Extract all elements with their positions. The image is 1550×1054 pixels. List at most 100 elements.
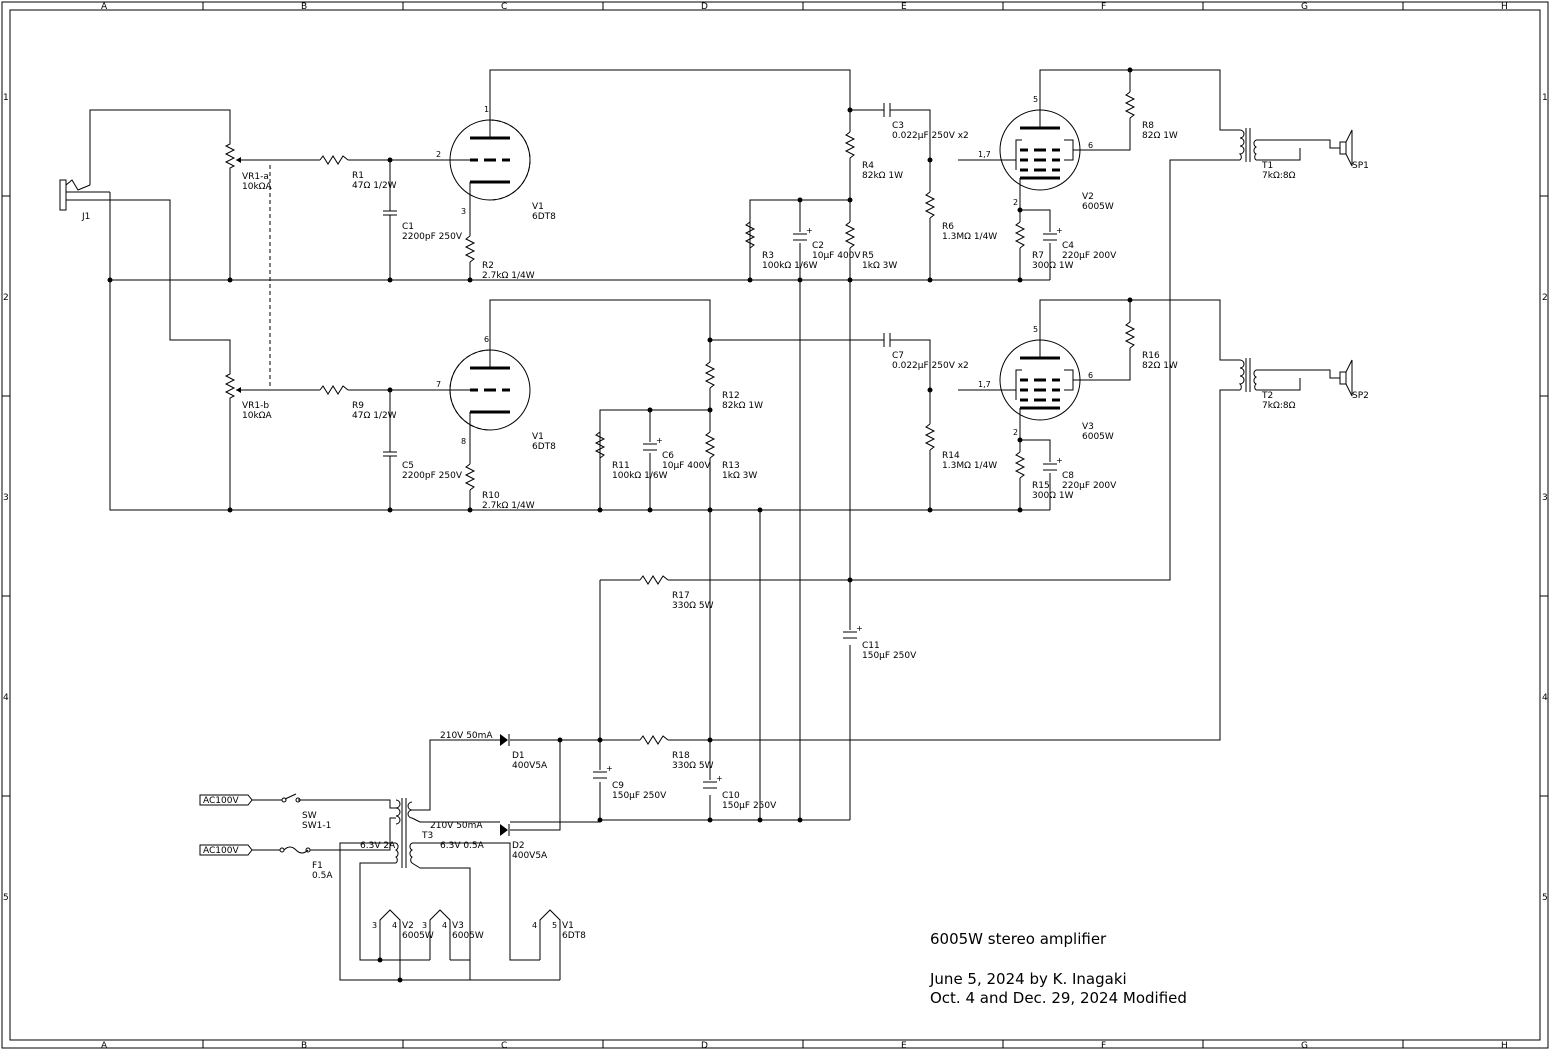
vr1b-value: 10kΩA bbox=[242, 411, 273, 421]
c8-label: C8 bbox=[1062, 471, 1074, 481]
sec3-label: 6.3V 2A bbox=[360, 841, 396, 851]
t3-label: T3 bbox=[421, 831, 433, 841]
title-block: 6005W stereo amplifier June 5, 2024 by K… bbox=[929, 930, 1187, 1007]
pin-label: 5 bbox=[552, 921, 557, 930]
r4-value: 82kΩ 1W bbox=[862, 171, 903, 181]
power-transformer-t3: T3 bbox=[394, 798, 433, 869]
r8-value: 82Ω 1W bbox=[1142, 131, 1178, 141]
svg-text:+: + bbox=[606, 764, 613, 773]
row-label: 5 bbox=[1542, 893, 1548, 903]
junction-dots bbox=[107, 67, 1133, 983]
col-label: A bbox=[101, 2, 108, 12]
r9-value: 47Ω 1/2W bbox=[352, 411, 397, 421]
c5-value: 2200pF 250V bbox=[402, 471, 463, 481]
col-label: D bbox=[701, 1041, 708, 1050]
c11-value: 150μF 250V bbox=[862, 651, 917, 661]
drawing-revision: Oct. 4 and Dec. 29, 2024 Modified bbox=[930, 989, 1187, 1007]
c10-value: 150μF 250V bbox=[722, 801, 777, 811]
r10-label: R10 bbox=[482, 491, 500, 501]
pin-label: 8 bbox=[461, 437, 466, 446]
sec1-label: 210V 50mA bbox=[440, 731, 493, 741]
col-label: D bbox=[701, 2, 708, 12]
t1-value: 7kΩ:8Ω bbox=[1262, 171, 1296, 181]
v1b-label: V1 bbox=[532, 432, 544, 442]
r3-label: R3 bbox=[762, 251, 774, 261]
r5-value: 1kΩ 3W bbox=[862, 261, 897, 271]
heater-v3-value: 6005W bbox=[452, 931, 484, 941]
heater-v2-label: V2 bbox=[402, 921, 414, 931]
c9-value: 150μF 250V bbox=[612, 791, 667, 801]
tube-v2-6005w: 5 6 1,7 2 V2 6005W bbox=[978, 95, 1114, 212]
v1a-label: V1 bbox=[532, 202, 544, 212]
v2-value: 6005W bbox=[1082, 202, 1114, 212]
pin-label: 2 bbox=[1013, 198, 1018, 207]
heater-v1-label: V1 bbox=[562, 921, 574, 931]
r10-value: 2.7kΩ 1/4W bbox=[482, 501, 535, 511]
d2-label: D2 bbox=[512, 841, 525, 851]
c11-label: C11 bbox=[862, 641, 880, 651]
sec4-label: 6.3V 0.5A bbox=[440, 841, 485, 851]
stage1-decoupling-right: + R11 100kΩ 1/6W C6 10μF 400V R13 1kΩ 3W… bbox=[594, 361, 763, 510]
r16-label: R16 bbox=[1142, 351, 1160, 361]
pin-label: 6 bbox=[484, 335, 489, 344]
pin-label: 4 bbox=[442, 921, 447, 930]
pin-label: 1 bbox=[484, 105, 489, 114]
ac1-label: AC100V bbox=[203, 796, 239, 806]
pin-label: 4 bbox=[392, 921, 397, 930]
pin-label: 5 bbox=[1033, 325, 1038, 334]
pin-label: 2 bbox=[1013, 428, 1018, 437]
f1-label: F1 bbox=[312, 861, 323, 871]
col-label: F bbox=[1101, 2, 1106, 12]
svg-text:+: + bbox=[806, 226, 813, 235]
row-label: 4 bbox=[1542, 693, 1548, 703]
c7-value: 0.022μF 250V x2 bbox=[892, 361, 969, 371]
t2-value: 7kΩ:8Ω bbox=[1262, 401, 1296, 411]
d1-label: D1 bbox=[512, 751, 525, 761]
pin-label: 2 bbox=[436, 150, 441, 159]
r16-value: 82Ω 1W bbox=[1142, 361, 1178, 371]
sp2-label: SP2 bbox=[1352, 391, 1369, 401]
v1b-value: 6DT8 bbox=[532, 442, 556, 452]
r7-value: 300Ω 1W bbox=[1032, 261, 1074, 271]
col-label: C bbox=[501, 1041, 507, 1050]
row-label: 2 bbox=[3, 293, 9, 303]
resistor-r2-r10: R2 2.7kΩ 1/4W R10 2.7kΩ 1/4W bbox=[464, 235, 535, 511]
speaker-sp2: SP2 bbox=[1339, 359, 1369, 401]
pin-label: 3 bbox=[461, 207, 466, 216]
pin-label: 3 bbox=[372, 921, 377, 930]
svg-text:+: + bbox=[856, 624, 863, 633]
c1-label: C1 bbox=[402, 222, 414, 232]
svg-text:+: + bbox=[1056, 456, 1063, 465]
r11-value: 100kΩ 1/6W bbox=[612, 471, 668, 481]
row-label: 3 bbox=[3, 493, 9, 503]
col-label: E bbox=[901, 2, 907, 12]
col-label: B bbox=[301, 2, 307, 12]
row-label: 2 bbox=[1542, 293, 1548, 303]
r14-value: 1.3MΩ 1/4W bbox=[942, 461, 997, 471]
col-label: H bbox=[1501, 2, 1508, 12]
r9-label: R9 bbox=[352, 401, 364, 411]
heater-v1-value: 6DT8 bbox=[562, 931, 586, 941]
v1a-value: 6DT8 bbox=[532, 212, 556, 222]
heater-v2-value: 6005W bbox=[402, 931, 434, 941]
heater-filaments: 3 4 3 4 4 5 V2 6005W V3 6005W V1 6DT8 bbox=[372, 909, 586, 961]
c10-label: C10 bbox=[722, 791, 740, 801]
c1-value: 2200pF 250V bbox=[402, 232, 463, 242]
c9-label: C9 bbox=[612, 781, 624, 791]
output-stage-l-parts: + R7 300Ω 1W C4 220μF 200V R8 82Ω 1W bbox=[1014, 91, 1178, 271]
vr1a-label: VR1-a bbox=[242, 172, 269, 182]
power-switch-sw: SW SW1-1 bbox=[281, 793, 331, 831]
pin-label: 1,7 bbox=[978, 380, 991, 389]
r8-label: R8 bbox=[1142, 121, 1154, 131]
f1-value: 0.5A bbox=[312, 871, 333, 881]
c3-label: C3 bbox=[892, 121, 904, 131]
drawing-title: 6005W stereo amplifier bbox=[930, 930, 1107, 948]
c5-label: C5 bbox=[402, 461, 414, 471]
sw-value: SW1-1 bbox=[302, 821, 331, 831]
heater-v3-label: V3 bbox=[452, 921, 464, 931]
volume-pot-vr1: VR1-a 10kΩA VR1-b 10kΩA bbox=[224, 140, 273, 421]
col-label: B bbox=[301, 1041, 307, 1050]
